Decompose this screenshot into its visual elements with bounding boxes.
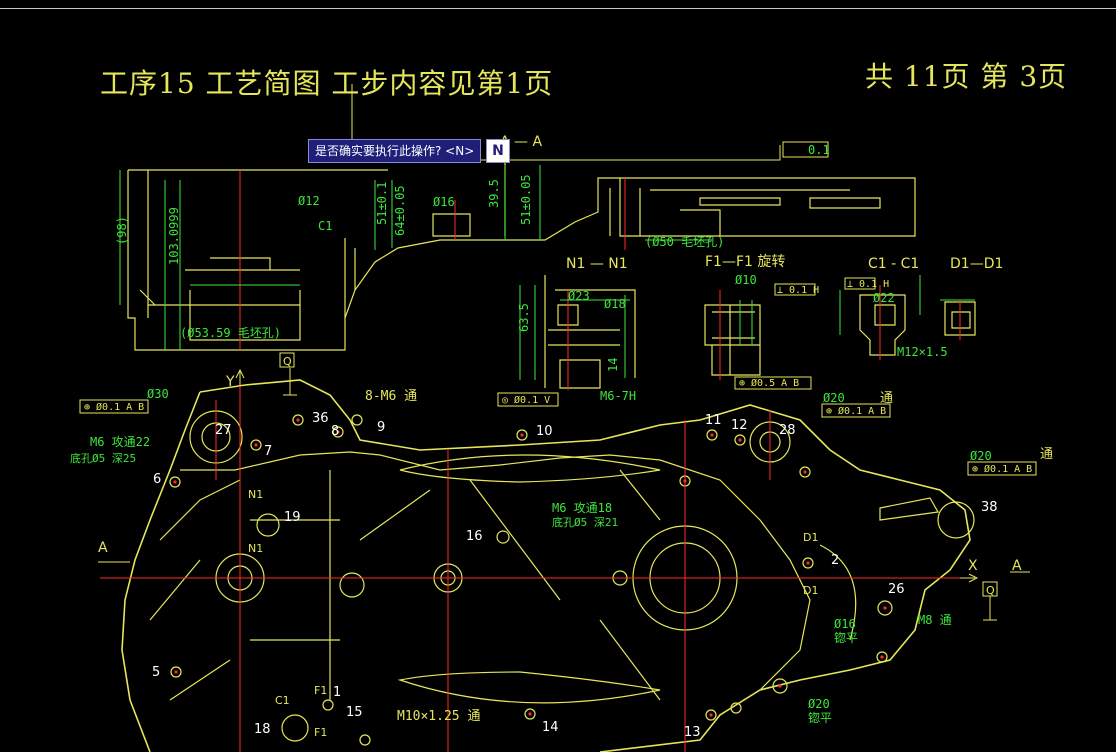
dim-d12: Ø12 (298, 194, 320, 208)
dim-ping1: 锪平 (834, 630, 858, 645)
dim-51b: 51±0.05 (519, 174, 533, 225)
label-d1b: D1 (803, 584, 818, 597)
dim-m6-22: M6 攻通22 (90, 435, 150, 449)
command-prompt: 是否确实要执行此操作? <N> (308, 139, 482, 163)
fcf-4: ⊕ Ø0.5 A B (739, 377, 799, 389)
dim-tong2: 通 (880, 391, 893, 406)
cad-canvas[interactable]: A — A N1 — N1 F1—F1 旋转 C1 - C1 D1—D1 Ø12… (0, 9, 1116, 752)
dim-flat: 0.1 (808, 143, 830, 157)
dim-d20b: Ø20 (970, 449, 992, 463)
dim-d23: Ø23 (568, 289, 590, 303)
point-label: 2 (831, 553, 839, 568)
axis-y: Y (225, 374, 235, 390)
point-label: 16 (466, 529, 483, 544)
label-section-c1: C1 - C1 (868, 256, 919, 272)
point-label: 8 (331, 424, 339, 439)
dim-m6-22-sub: 底孔Ø5 深25 (70, 451, 136, 465)
page-count: 共 11页 第 3页 (865, 60, 1068, 93)
point-label: 12 (731, 418, 748, 433)
dim-14: 14 (606, 358, 620, 372)
fcf-2: ⊕ Ø0.1 A B (826, 405, 886, 417)
label-section-a: A — A (500, 134, 542, 150)
point-label: 38 (981, 500, 998, 515)
dim-d16: Ø16 (433, 195, 455, 209)
point-label: 26 (888, 582, 905, 597)
dim-64: 64±0.05 (393, 185, 407, 236)
fcf-6: ⊥ 0.1 H (777, 285, 819, 296)
label-f1a: F1 (314, 684, 327, 697)
dim-635: 63.5 (517, 303, 531, 332)
label-section-n1: N1 — N1 (566, 256, 628, 272)
dim-8m6: 8-M6 通 (365, 389, 417, 404)
datum-a-right: A (1012, 558, 1022, 574)
dim-d18: Ø18 (604, 297, 626, 311)
datum-a-left: A (98, 540, 108, 556)
point-label: 6 (153, 472, 161, 487)
point-label: 9 (377, 420, 385, 435)
command-input[interactable]: N (486, 139, 510, 163)
dim-395: 39.5 (487, 179, 501, 208)
point-labels: 27 7 368 9 10 11 12 28 6 19 16 2 38 26 5 15 18 14 13 1 (152, 411, 998, 740)
dim-1030: 103.0999 (167, 207, 181, 265)
dim-d53: (Ø53.59 毛坯孔) (180, 326, 281, 340)
point-label: 10 (536, 424, 553, 439)
dim-d22: Ø22 (873, 291, 895, 305)
datum-q-top: Q (283, 355, 292, 368)
dim-ping2: 锪平 (808, 710, 832, 725)
datum-q-right: Q (986, 584, 995, 597)
dim-m12: M12×1.5 (897, 345, 948, 359)
section-a-outline (127, 170, 916, 351)
dim-d10: Ø10 (735, 273, 757, 287)
point-label: 28 (779, 423, 796, 438)
top-border (0, 0, 1116, 9)
label-section-f1: F1—F1 旋转 (705, 254, 785, 270)
point-label: 1 (333, 685, 341, 700)
label-c1: C1 (275, 694, 290, 707)
point-label: 36 (312, 411, 329, 426)
dim-m6-7h: M6-7H (600, 389, 636, 403)
label-f1b: F1 (314, 726, 327, 739)
dim-tong1: 通 (1040, 447, 1053, 462)
dim-d20c: Ø20 (808, 697, 830, 711)
point-label: 13 (684, 725, 701, 740)
dim-m8: M8 通 (918, 613, 952, 627)
axis-x: X (968, 558, 978, 574)
dim-51: 51±0.1 (375, 182, 389, 225)
fcf-7: ⊥ 0.1 H (847, 279, 889, 290)
label-section-d1: D1—D1 (950, 256, 1003, 272)
fcf-3: ⊕ Ø0.1 A B (972, 463, 1032, 475)
point-label: 15 (346, 705, 363, 720)
point-label: 19 (284, 510, 301, 525)
dim-d16b: Ø16 (834, 617, 856, 631)
dim-d20a: Ø20 (823, 391, 845, 405)
dim-m10: M10×1.25 通 (397, 709, 480, 724)
dim-c1: C1 (318, 219, 332, 233)
dim-m6-18: M6 攻通18 (552, 501, 612, 515)
point-label: 7 (264, 444, 272, 459)
point-label: 11 (705, 413, 722, 428)
dim-d50: (Ø50 毛坯孔) (645, 235, 724, 249)
fcf-1: ⊕ Ø0.1 A B (84, 401, 144, 413)
point-label: 27 (215, 423, 232, 438)
fcf-5: ◎ Ø0.1 V (502, 394, 550, 406)
drawing-title: 工序15 工艺简图 工步内容见第1页 (100, 67, 554, 100)
point-label: 14 (542, 720, 559, 735)
dim-m6-18-sub: 底孔Ø5 深21 (552, 515, 618, 529)
point-label: 18 (254, 722, 271, 737)
label-n1b: N1 (248, 542, 263, 555)
casting-outline (121, 379, 971, 752)
label-n1a: N1 (248, 488, 263, 501)
dim-d30: Ø30 (147, 387, 169, 401)
label-d1a: D1 (803, 531, 818, 544)
point-label: 5 (152, 665, 160, 680)
dim-98: (98) (115, 216, 129, 245)
